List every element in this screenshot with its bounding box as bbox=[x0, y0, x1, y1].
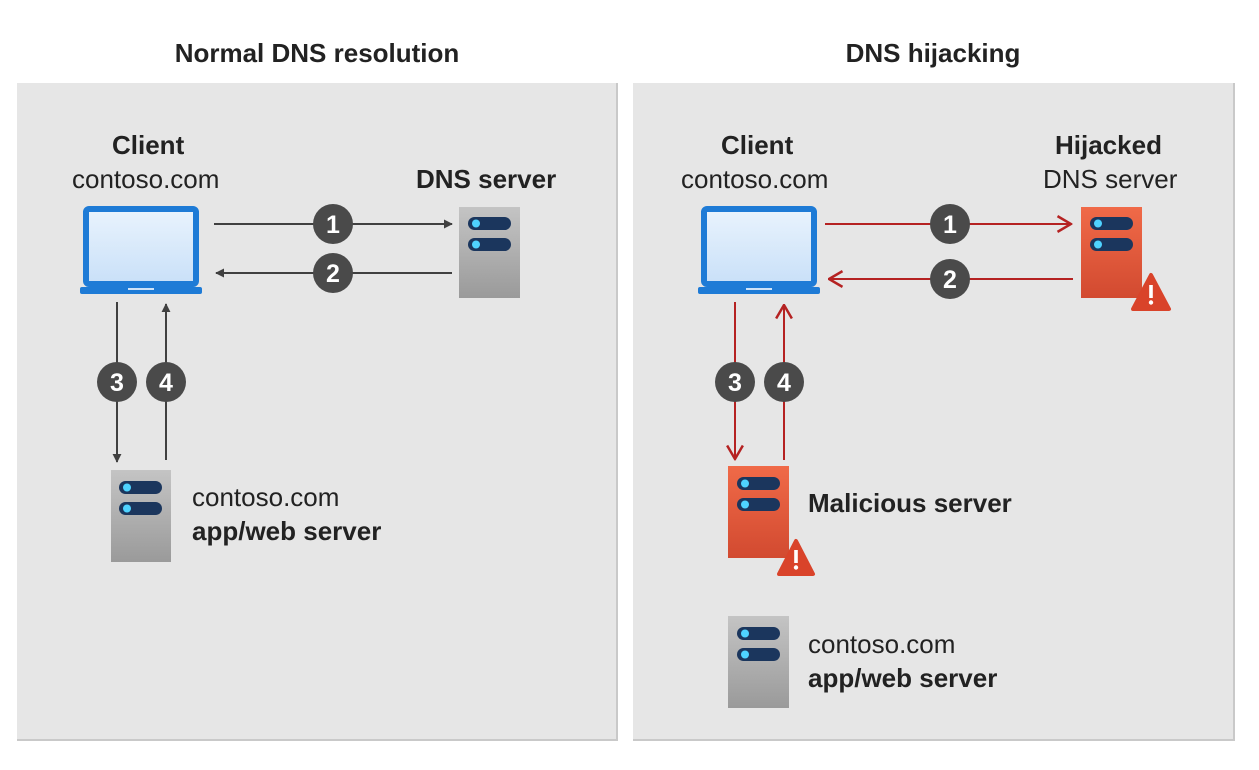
right-client-name: Client bbox=[721, 130, 794, 160]
svg-text:2: 2 bbox=[326, 260, 340, 288]
left-dns-server-icon bbox=[459, 207, 520, 298]
right-step-3-badge: 3 bbox=[715, 362, 755, 402]
left-step-4-badge: 4 bbox=[146, 362, 186, 402]
hijacked-server-name-bold: Hijacked bbox=[1055, 130, 1162, 160]
right-step-1-badge: 1 bbox=[930, 204, 970, 244]
left-client-name: Client bbox=[112, 130, 185, 160]
left-laptop-icon bbox=[80, 206, 202, 294]
svg-text:3: 3 bbox=[728, 369, 742, 397]
right-laptop-icon bbox=[698, 206, 820, 294]
svg-text:3: 3 bbox=[110, 369, 124, 397]
left-app-server-icon bbox=[111, 470, 171, 562]
malicious-server-icon bbox=[728, 466, 789, 558]
svg-text:1: 1 bbox=[943, 211, 957, 239]
right-app-server-domain: contoso.com bbox=[808, 629, 956, 659]
right-app-server-icon bbox=[728, 616, 789, 708]
malicious-warning-icon bbox=[777, 539, 815, 576]
left-dns-server-label: DNS server bbox=[416, 164, 557, 194]
svg-text:1: 1 bbox=[326, 211, 340, 239]
left-step-1-badge: 1 bbox=[313, 204, 353, 244]
svg-text:2: 2 bbox=[943, 266, 957, 294]
left-app-server-domain: contoso.com bbox=[192, 482, 340, 512]
right-step-4-badge: 4 bbox=[764, 362, 804, 402]
left-step-3-badge: 3 bbox=[97, 362, 137, 402]
svg-text:4: 4 bbox=[159, 369, 173, 397]
left-client-domain: contoso.com bbox=[72, 164, 220, 194]
svg-text:4: 4 bbox=[777, 369, 791, 397]
left-panel-title: Normal DNS resolution bbox=[174, 38, 460, 68]
hijacked-warning-icon bbox=[1131, 273, 1171, 311]
hijacked-dns-server-icon bbox=[1081, 207, 1142, 298]
right-app-server-name: app/web server bbox=[808, 663, 998, 693]
right-step-2-badge: 2 bbox=[930, 259, 970, 299]
hijacked-server-name-rest: DNS server bbox=[1043, 164, 1178, 194]
malicious-server-label: Malicious server bbox=[808, 488, 1012, 518]
right-client-domain: contoso.com bbox=[681, 164, 829, 194]
left-step-2-badge: 2 bbox=[313, 253, 353, 293]
left-app-server-name: app/web server bbox=[192, 516, 382, 546]
right-panel-title: DNS hijacking bbox=[845, 38, 1021, 68]
